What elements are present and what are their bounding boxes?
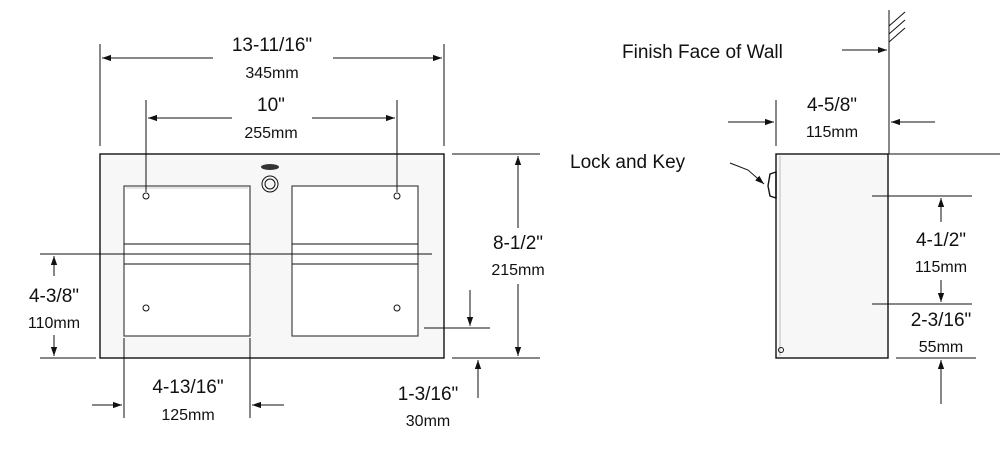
left-door-panel xyxy=(123,185,251,337)
right-door-panel xyxy=(291,185,419,337)
depth-metric: 115mm xyxy=(806,124,858,141)
side-view: Finish Face of Wall Lock and Key 4-5/8" … xyxy=(570,10,1000,404)
lock-knob-icon xyxy=(767,171,777,199)
lock-label: Lock and Key xyxy=(570,152,686,173)
hinge-icon xyxy=(778,347,784,353)
door-width-metric: 125mm xyxy=(161,407,214,424)
hole-spacing-imperial: 4-1/2" xyxy=(916,230,966,251)
wall-hatch-icon xyxy=(888,10,906,154)
door-width-imperial: 4-13/16" xyxy=(152,377,223,398)
lock-icon xyxy=(261,164,279,193)
front-view: 13-11/16" 345mm 10" 255mm 8-1/2" 215mm 4… xyxy=(28,35,545,430)
bottom-hole-metric: 55mm xyxy=(919,339,963,356)
overall-height-metric: 215mm xyxy=(491,262,544,279)
wall-label: Finish Face of Wall xyxy=(622,42,783,63)
overall-width-metric: 345mm xyxy=(245,65,298,82)
bottom-offset-imperial: 1-3/16" xyxy=(398,384,459,405)
mount-height-imperial: 4-3/8" xyxy=(29,286,79,307)
cabinet-side-outline xyxy=(775,153,889,359)
overall-height-imperial: 8-1/2" xyxy=(493,233,543,254)
bottom-hole-imperial: 2-3/16" xyxy=(911,310,972,331)
cabinet-front-outline xyxy=(99,153,445,359)
bottom-offset-metric: 30mm xyxy=(406,413,450,430)
depth-imperial: 4-5/8" xyxy=(807,95,857,116)
hole-spacing-metric: 115mm xyxy=(915,259,967,276)
overall-width-imperial: 13-11/16" xyxy=(232,35,312,56)
door-spacing-metric: 255mm xyxy=(244,125,297,142)
mount-height-metric: 110mm xyxy=(28,315,80,332)
door-spacing-imperial: 10" xyxy=(257,95,285,116)
